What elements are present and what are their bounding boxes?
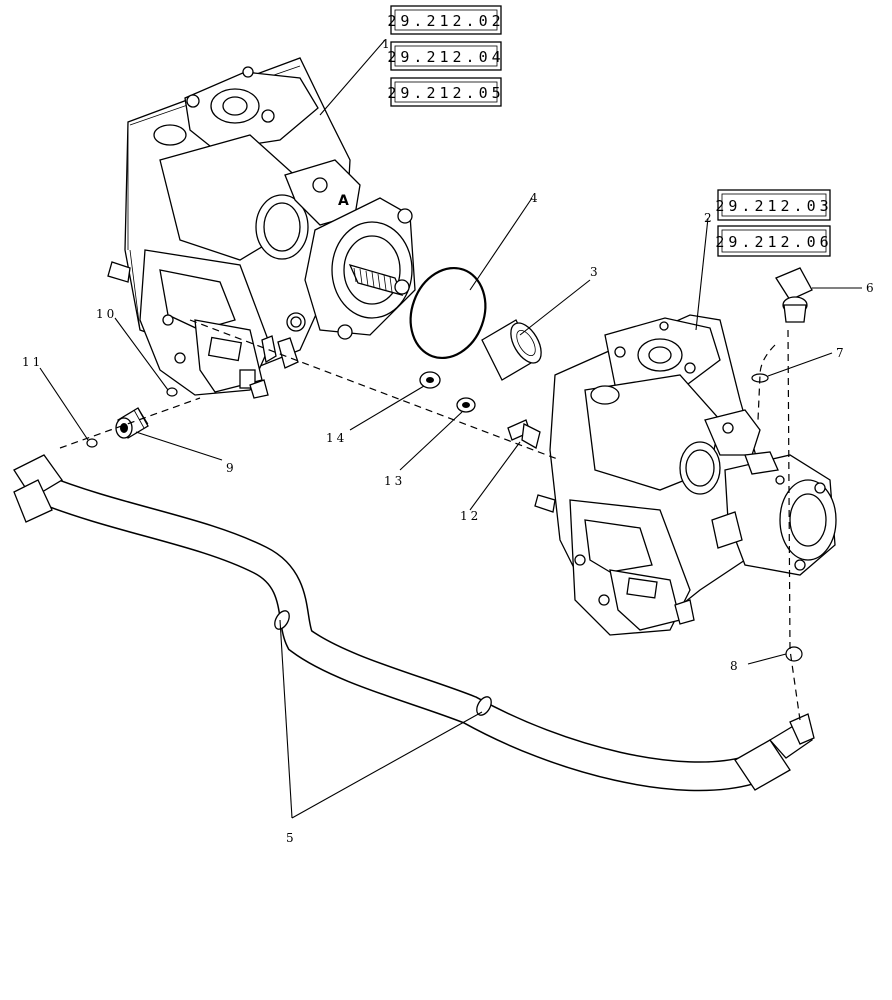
callout-13[interactable]: 13 [384, 474, 405, 488]
pump-1: A [107, 57, 416, 399]
hose-assembly-5 [13, 454, 815, 792]
reference-label: 29.212.02 [387, 12, 504, 30]
callout-10[interactable]: 10 [96, 307, 117, 321]
callouts: 1 2 3 4 5 6 7 8 9 10 11 12 13 14 [22, 37, 877, 845]
reference-label: 29.212.05 [387, 84, 504, 102]
callout-8[interactable]: 8 [730, 659, 741, 673]
callout-6[interactable]: 6 [866, 281, 877, 295]
adapter-fitting-9 [115, 407, 149, 439]
callout-7[interactable]: 7 [836, 346, 847, 360]
alignment-lines [59, 319, 801, 721]
reference-label: 29.212.03 [715, 197, 832, 215]
bolt-12 [507, 419, 541, 449]
reference-box-29.212.05[interactable]: 29.212.05 [387, 77, 504, 107]
callout-2[interactable]: 2 [704, 211, 715, 225]
elbow-fitting-6 [775, 267, 813, 323]
o-ring-10 [166, 387, 178, 397]
leader-lines [39, 39, 862, 819]
reference-label: 29.212.04 [387, 48, 504, 66]
washer-14 [419, 371, 441, 389]
reference-box-29.212.02[interactable]: 29.212.02 [387, 5, 504, 35]
callout-9[interactable]: 9 [226, 461, 237, 475]
o-ring-seal [409, 266, 487, 360]
reference-box-29.212.06[interactable]: 29.212.06 [715, 225, 832, 257]
svg-text:A: A [338, 193, 349, 209]
o-ring-8 [785, 646, 803, 662]
reference-box-29.212.03[interactable]: 29.212.03 [715, 189, 832, 221]
washer-13 [456, 397, 476, 413]
o-ring-11 [86, 438, 98, 448]
callout-5[interactable]: 5 [286, 831, 297, 845]
callout-3[interactable]: 3 [590, 265, 601, 279]
callout-4[interactable]: 4 [530, 191, 541, 205]
coupler-sleeve [481, 319, 542, 381]
callout-14[interactable]: 14 [326, 431, 347, 445]
callout-12[interactable]: 12 [460, 509, 481, 523]
callout-1[interactable]: 1 [382, 37, 393, 51]
callout-11[interactable]: 11 [22, 355, 43, 369]
reference-box-29.212.04[interactable]: 29.212.04 [387, 41, 504, 71]
pump-2 [534, 314, 837, 636]
reference-label: 29.212.06 [715, 233, 832, 251]
